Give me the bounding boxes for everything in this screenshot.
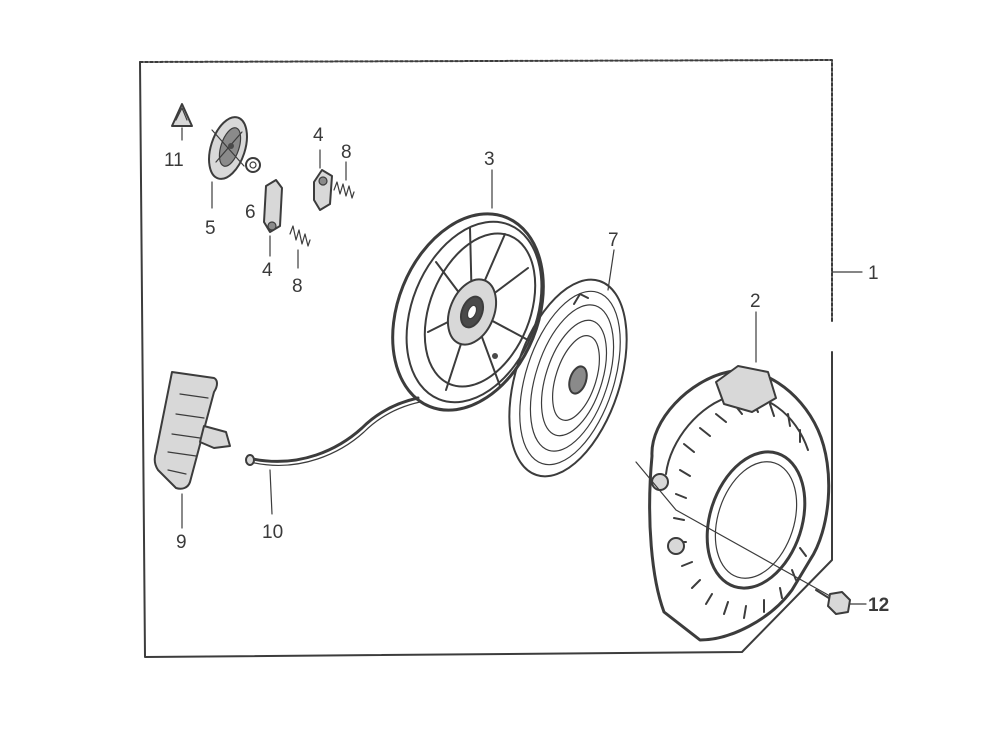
callout-6: 6 <box>245 202 256 223</box>
callout-4-upper: 4 <box>313 125 324 146</box>
callout-12: 12 <box>868 595 889 616</box>
callout-5: 5 <box>205 218 216 239</box>
part-ratchet-4-upper <box>313 149 333 211</box>
part-handle-9 <box>153 371 231 529</box>
part-bolt-12 <box>815 589 867 615</box>
assembly-frame <box>139 59 863 658</box>
callout-8-lower: 8 <box>292 276 303 297</box>
callout-1: 1 <box>868 263 879 284</box>
part-friction-plate-5 <box>208 116 248 209</box>
callout-11: 11 <box>164 150 184 171</box>
callout-2: 2 <box>750 291 761 312</box>
part-spring-8-lower <box>289 225 311 269</box>
part-spring-8-upper <box>333 161 355 199</box>
part-case-2 <box>635 311 831 642</box>
part-spring-7 <box>508 249 628 478</box>
part-rope-10 <box>245 396 421 515</box>
callout-8-upper: 8 <box>341 142 352 163</box>
callout-9: 9 <box>176 532 187 553</box>
callout-7: 7 <box>608 230 619 251</box>
callout-10: 10 <box>262 522 283 543</box>
part-ratchet-4-lower <box>263 179 283 257</box>
part-reel-3 <box>391 169 545 412</box>
callout-3: 3 <box>484 149 495 170</box>
part-cap-11 <box>171 103 193 141</box>
callout-4-lower: 4 <box>262 260 273 281</box>
callout-labels: 1 2 3 4 4 5 6 7 8 8 9 10 11 12 <box>164 125 889 616</box>
part-washer-6 <box>245 157 261 173</box>
